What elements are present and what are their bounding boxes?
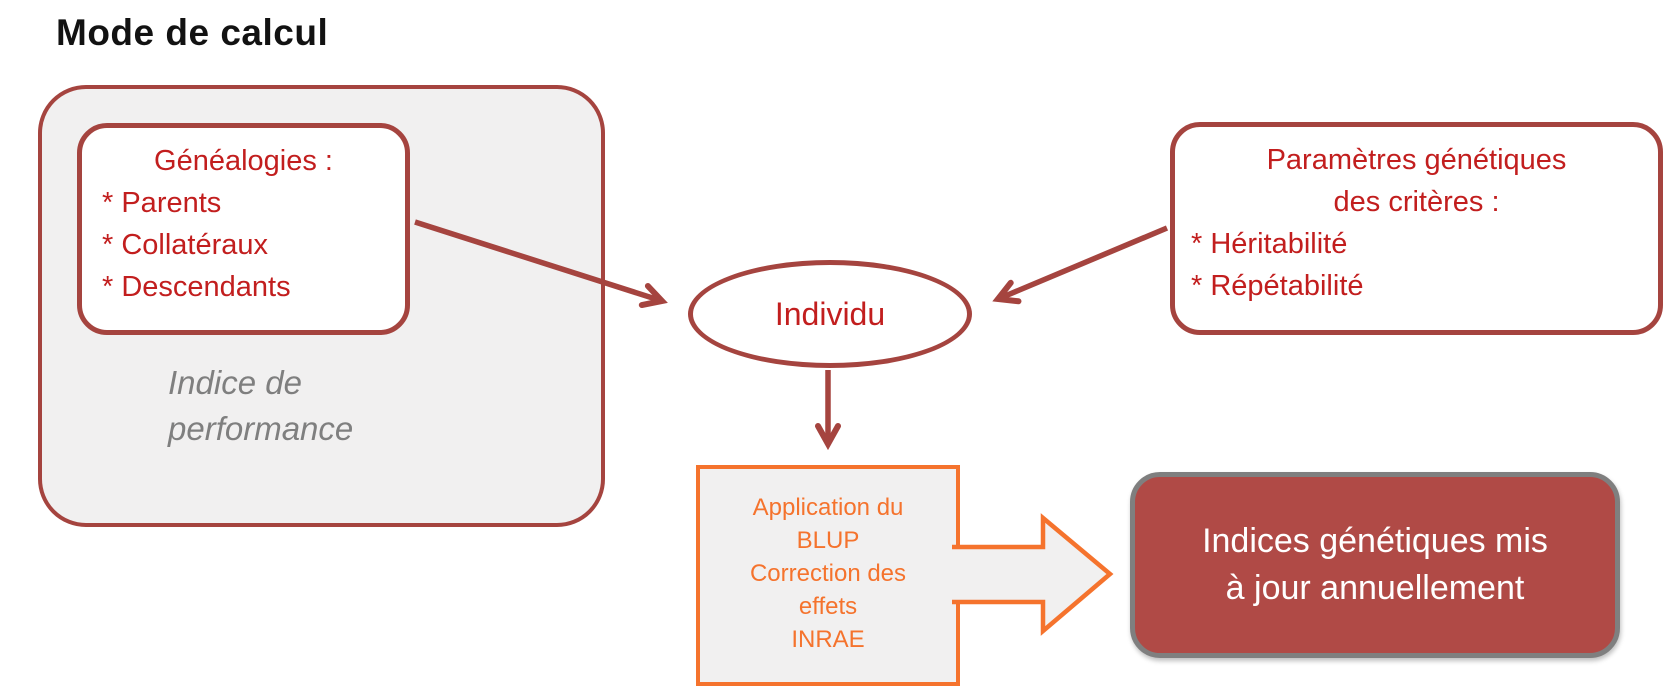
page-title: Mode de calcul	[56, 12, 329, 53]
blup-line1: Application du	[752, 494, 904, 521]
genealogies-box: Généalogies : * Parents * Collatéraux * …	[77, 123, 410, 335]
performance-index-label-line1: Indice de	[168, 364, 302, 401]
blup-line5: INRAE	[791, 626, 865, 653]
parameters-item-repetabilite: * Répétabilité	[1191, 270, 1364, 302]
result-line2: à jour annuellement	[1225, 569, 1525, 607]
genealogies-heading: Généalogies :	[154, 145, 333, 177]
genealogies-item-collateraux: * Collatéraux	[102, 229, 269, 261]
parameters-item-heritabilite: * Héritabilité	[1191, 228, 1348, 260]
arrow-parameters-to-individual	[992, 225, 1169, 305]
performance-index-label: Indice de performance	[168, 360, 468, 452]
performance-index-label-line2: performance	[168, 410, 354, 447]
genetic-parameters-box: Paramètres génétiques des critères : * H…	[1170, 122, 1663, 335]
individual-label: Individu	[774, 295, 886, 332]
result-line1: Indices génétiques mis	[1202, 522, 1548, 560]
genealogies-item-descendants: * Descendants	[102, 271, 291, 303]
blup-line3: Correction des	[749, 560, 907, 587]
individual-ellipse: Individu	[688, 260, 972, 368]
blup-line4: effets	[798, 593, 858, 620]
result-box: Indices génétiques mis à jour annuelleme…	[1130, 472, 1620, 658]
parameters-heading-line1: Paramètres génétiques	[1266, 144, 1567, 176]
parameters-heading-line2: des critères :	[1333, 186, 1500, 218]
block-arrow-blup-to-result	[952, 513, 1114, 636]
blup-line2: BLUP	[796, 527, 860, 554]
blup-process-box: Application du BLUP Correction des effet…	[696, 465, 960, 686]
genealogies-item-parents: * Parents	[102, 187, 222, 219]
